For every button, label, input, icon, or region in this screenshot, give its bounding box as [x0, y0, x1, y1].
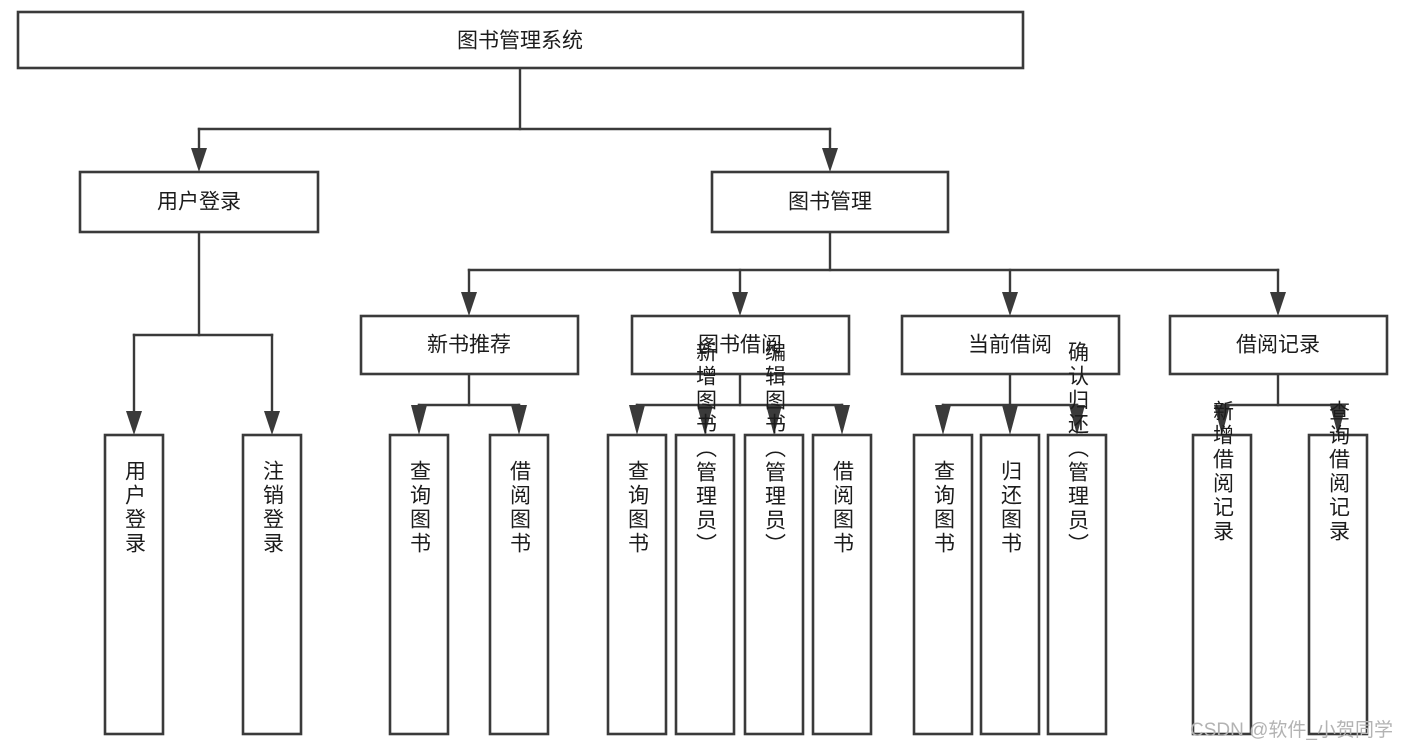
node-leaf-query-book-3[interactable]: 查询图书	[912, 433, 974, 736]
arrowhead-leaf-user-login	[126, 411, 142, 435]
arrowhead-leaf-confirm-return	[1069, 405, 1085, 435]
node-leaf-confirm-return[interactable]: 确认归还（管理员）	[1046, 341, 1108, 736]
node-leaf-borrow-book-1-label: 借阅图书	[508, 460, 532, 556]
node-user-login-label: 用户登录	[157, 191, 241, 214]
node-leaf-query-record[interactable]: 查询借阅记录	[1307, 400, 1369, 736]
node-book-borrow-box[interactable]	[630, 314, 851, 376]
node-leaf-logout-login[interactable]: 注销登录	[241, 433, 303, 736]
node-leaf-add-record-box[interactable]	[1191, 433, 1253, 736]
node-leaf-query-record-label: 查询借阅记录	[1327, 400, 1351, 544]
node-leaf-borrow-book-2-label: 借阅图书	[831, 460, 855, 556]
arrowhead-leaf-borrow-book-1	[511, 405, 527, 435]
arrowhead-leaf-query-record	[1330, 405, 1346, 435]
arrowhead-leaf-logout-login	[264, 411, 280, 435]
node-leaf-add-record[interactable]: 新增借阅记录	[1191, 400, 1253, 736]
connector-layer	[126, 66, 1346, 435]
arrowhead-leaf-add-book	[697, 405, 713, 435]
node-borrow-record-box[interactable]	[1168, 314, 1389, 376]
node-leaf-query-book-1-label: 查询图书	[408, 460, 432, 556]
node-root-label: 图书管理系统	[457, 30, 583, 53]
node-root-box[interactable]	[16, 10, 1025, 70]
node-book-borrow-label: 图书借阅	[698, 334, 782, 357]
node-leaf-return-book-label: 归还图书	[999, 460, 1023, 556]
node-leaf-return-book[interactable]: 归还图书	[979, 433, 1041, 736]
node-leaf-user-login[interactable]: 用户登录	[103, 433, 165, 736]
node-leaf-add-record-label: 新增借阅记录	[1211, 400, 1235, 544]
node-current-borrow-label: 当前借阅	[968, 334, 1052, 357]
arrowhead-user-login	[191, 148, 207, 172]
node-leaf-query-book-2-label: 查询图书	[626, 460, 650, 556]
arrowhead-borrow-record	[1270, 292, 1286, 316]
watermark-label: CSDN @软件_小贺同学	[1190, 719, 1393, 741]
node-leaf-edit-book[interactable]: 编辑图书（管理员）	[743, 341, 805, 736]
node-leaf-logout-login-box[interactable]	[241, 433, 303, 736]
node-new-book-recommend-box[interactable]	[359, 314, 580, 376]
node-leaf-borrow-book-1-box[interactable]	[488, 433, 550, 736]
arrowhead-current-borrow	[1002, 292, 1018, 316]
arrowhead-leaf-edit-book	[766, 405, 782, 435]
node-user-login-box[interactable]	[78, 170, 320, 234]
node-borrow-record[interactable]: 借阅记录	[1168, 314, 1389, 376]
arrowhead-book-borrow	[732, 292, 748, 316]
node-user-login[interactable]: 用户登录	[78, 170, 320, 234]
node-new-book-recommend[interactable]: 新书推荐	[359, 314, 580, 376]
node-leaf-return-book-box[interactable]	[979, 433, 1041, 736]
node-leaf-borrow-book-2-box[interactable]	[811, 433, 873, 736]
arrowhead-book-manage	[822, 148, 838, 172]
node-leaf-query-book-1[interactable]: 查询图书	[388, 433, 450, 736]
node-leaf-query-book-2[interactable]: 查询图书	[606, 433, 668, 736]
node-book-borrow[interactable]: 图书借阅	[630, 314, 851, 376]
node-book-manage-label: 图书管理	[788, 191, 872, 214]
node-borrow-record-label: 借阅记录	[1236, 334, 1320, 357]
arrowhead-new-book-recommend	[461, 292, 477, 316]
node-current-borrow[interactable]: 当前借阅	[900, 314, 1121, 376]
arrowhead-leaf-add-record	[1214, 405, 1230, 435]
node-leaf-confirm-return-label: 确认归还（管理员）	[1066, 341, 1090, 557]
node-leaf-edit-book-box[interactable]	[743, 433, 805, 736]
node-leaf-borrow-book-2[interactable]: 借阅图书	[811, 433, 873, 736]
node-new-book-recommend-label: 新书推荐	[427, 334, 511, 357]
node-leaf-edit-book-label: 编辑图书（管理员）	[763, 341, 787, 557]
node-leaf-confirm-return-box[interactable]	[1046, 433, 1108, 736]
node-leaf-user-login-box[interactable]	[103, 433, 165, 736]
node-leaf-query-book-1-box[interactable]	[388, 433, 450, 736]
node-book-manage-box[interactable]	[710, 170, 950, 234]
node-leaf-borrow-book-1[interactable]: 借阅图书	[488, 433, 550, 736]
node-leaf-add-book-label: 新增图书（管理员）	[694, 341, 718, 557]
node-leaf-query-book-2-box[interactable]	[606, 433, 668, 736]
arrowhead-leaf-query-book-3	[935, 405, 951, 435]
node-current-borrow-box[interactable]	[900, 314, 1121, 376]
arrowhead-leaf-query-book-2	[629, 405, 645, 435]
arrowhead-leaf-return-book	[1002, 405, 1018, 435]
node-leaf-query-book-3-label: 查询图书	[932, 460, 956, 556]
node-leaf-user-login-label: 用户登录	[123, 460, 147, 556]
node-leaf-logout-login-label: 注销登录	[261, 460, 285, 556]
node-leaf-add-book[interactable]: 新增图书（管理员）	[674, 341, 736, 736]
node-root[interactable]: 图书管理系统	[16, 10, 1025, 70]
node-book-manage[interactable]: 图书管理	[710, 170, 950, 234]
node-leaf-query-book-3-box[interactable]	[912, 433, 974, 736]
node-leaf-add-book-box[interactable]	[674, 433, 736, 736]
node-leaf-query-record-box[interactable]	[1307, 433, 1369, 736]
arrowhead-leaf-query-book-1	[411, 405, 427, 435]
arrowhead-leaf-borrow-book-2	[834, 405, 850, 435]
